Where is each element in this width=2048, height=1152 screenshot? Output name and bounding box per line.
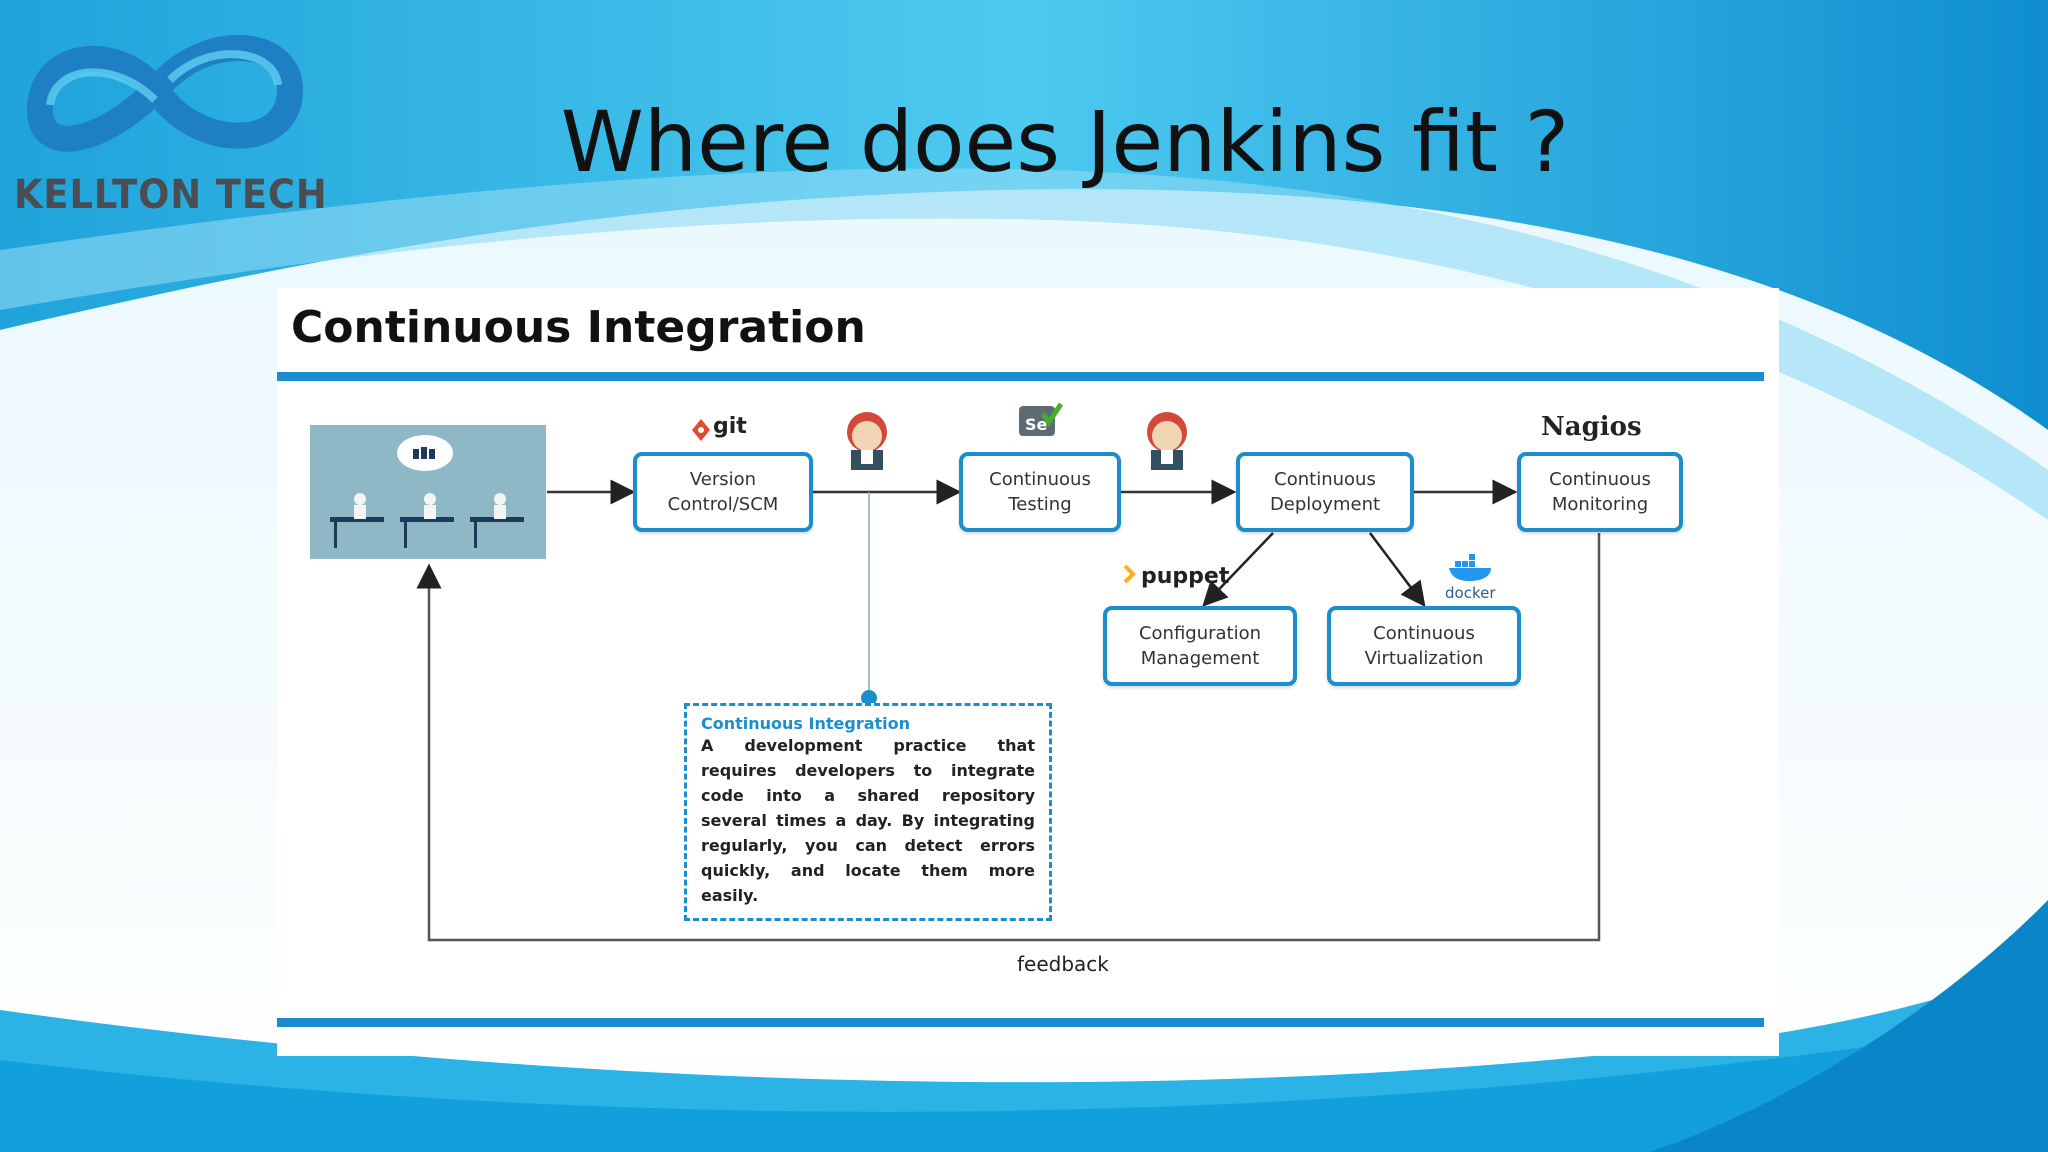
top-rule [277,372,1764,381]
stage-continuous-deployment: Continuous Deployment [1236,452,1414,532]
docker-icon [1449,554,1491,581]
selenium-icon: Se [1019,402,1063,436]
docker-label: docker [1445,584,1496,602]
jenkins-icon-2 [1147,412,1187,470]
diagram-connectors [416,479,1601,942]
stage-continuous-virtualization: Continuous Virtualization [1327,606,1521,686]
note-title: Continuous Integration [701,714,911,733]
logo-text: KELLTON TECH [14,172,328,218]
stage-continuous-monitoring: Continuous Monitoring [1517,452,1683,532]
developer-team-image [310,425,546,559]
panel-title: Continuous Integration [291,302,866,353]
svg-text:Se: Se [1025,415,1048,434]
nagios-logo: Nagios [1541,412,1642,442]
note-body: A development practice that requires dev… [701,736,1035,905]
puppet-label: puppet [1141,564,1230,589]
stage-continuous-testing: Continuous Testing [959,452,1121,532]
git-label: git [713,414,747,439]
feedback-label: feedback [1017,952,1109,976]
git-icon [692,419,710,441]
infinity-logo-icon [26,34,304,152]
ci-diagram-panel: Continuous Integration [277,288,1779,1056]
slide-title: Where does Jenkins fit ? [560,93,1570,191]
ci-definition-note: Continuous Integration A development pra… [684,703,1052,921]
jenkins-icon [847,412,887,470]
stage-configuration-management: Configuration Management [1103,606,1297,686]
stage-version-control: Version Control/SCM [633,452,813,532]
puppet-icon [1123,564,1136,584]
bottom-rule [277,1018,1764,1027]
